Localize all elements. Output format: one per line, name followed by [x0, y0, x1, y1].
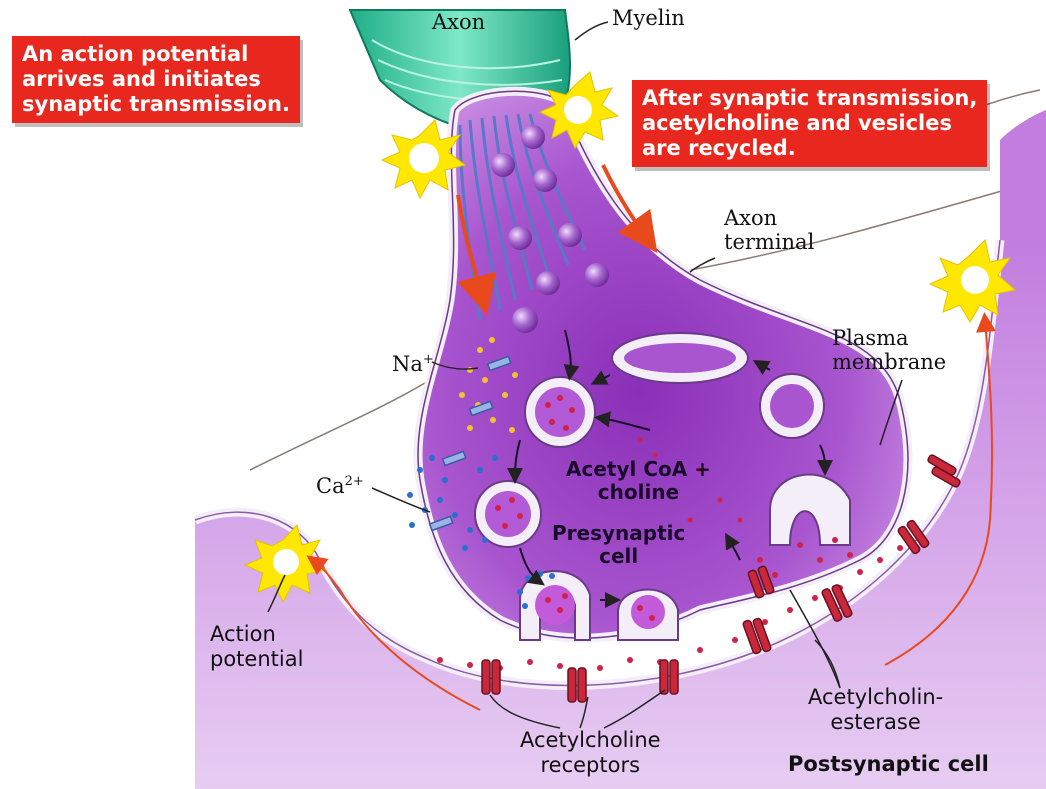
- left-callout-line: synaptic transmission.: [22, 92, 290, 117]
- acetylcholine-receptors-line: receptors: [520, 753, 661, 778]
- calcium-charge: 2+: [345, 474, 364, 489]
- acetylcholinesterase-line: esterase: [808, 710, 943, 735]
- axon-terminal-line: terminal: [724, 230, 814, 254]
- right-callout-line: acetylcholine and vesicles: [642, 111, 977, 136]
- right-callout-box: After synaptic transmission, acetylcholi…: [632, 80, 987, 167]
- action-potential-line: Action: [210, 622, 303, 647]
- axon-label: Axon: [432, 10, 485, 34]
- action-potential-label: Action potential: [210, 622, 303, 672]
- right-callout-line: After synaptic transmission,: [642, 86, 977, 111]
- sodium-label: Na+: [392, 348, 434, 376]
- acetylcholinesterase-line: Acetylcholin-: [808, 685, 943, 710]
- action-potential-line: potential: [210, 647, 303, 672]
- acetylcholinesterase-label: Acetylcholin- esterase: [808, 685, 943, 735]
- left-callout-line: arrives and initiates: [22, 67, 290, 92]
- acetylcholine-receptors-label: Acetylcholine receptors: [520, 728, 661, 778]
- left-callout-line: An action potential: [22, 42, 290, 67]
- presynaptic-cell-label: Presynaptic cell: [552, 522, 685, 568]
- plasma-membrane-line: Plasma: [832, 326, 946, 350]
- calcium-label: Ca2+: [316, 470, 364, 498]
- plasma-membrane-label: Plasma membrane: [832, 326, 946, 374]
- postsynaptic-cell-label: Postsynaptic cell: [788, 752, 989, 777]
- acetyl-coa-label: Acetyl CoA + choline: [566, 458, 711, 504]
- presynaptic-cell-line: cell: [552, 545, 685, 568]
- endosome: [612, 333, 748, 383]
- acetyl-coa-line: Acetyl CoA +: [566, 458, 711, 481]
- calcium-symbol: Ca: [316, 474, 345, 498]
- sodium-charge: +: [423, 352, 434, 367]
- acetyl-coa-line: choline: [566, 481, 711, 504]
- axon-terminal-line: Axon: [724, 206, 814, 230]
- sodium-symbol: Na: [392, 352, 423, 376]
- presynaptic-cell-line: Presynaptic: [552, 522, 685, 545]
- right-callout-line: are recycled.: [642, 136, 977, 161]
- plasma-membrane-line: membrane: [832, 350, 946, 374]
- axon-terminal-label: Axon terminal: [724, 206, 814, 254]
- acetylcholine-receptors-line: Acetylcholine: [520, 728, 661, 753]
- myelin-label: Myelin: [612, 6, 685, 30]
- outline-line: [250, 380, 430, 470]
- left-callout-box: An action potential arrives and initiate…: [12, 36, 300, 123]
